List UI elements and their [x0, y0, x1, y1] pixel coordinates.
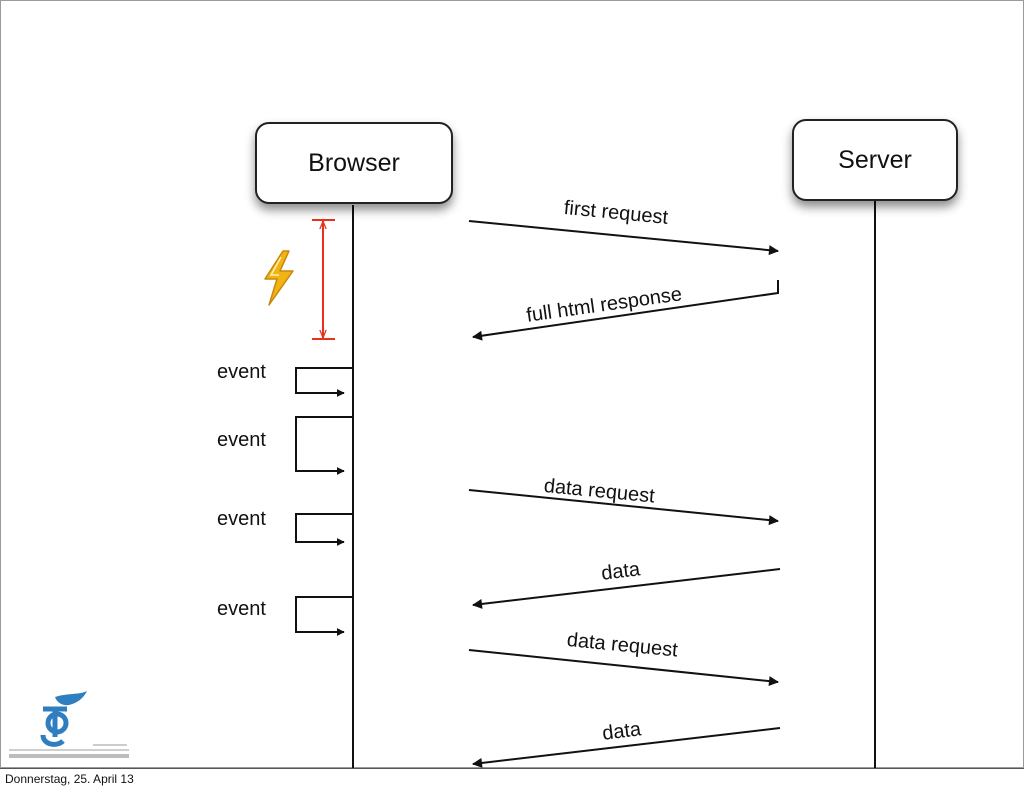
data-label-1: data [600, 558, 642, 585]
event-label-1: event [217, 361, 266, 383]
event-bracket-1 [295, 367, 353, 397]
data-request-arrow-1 [468, 489, 779, 526]
pgt-logo [9, 691, 129, 758]
browser-label: Browser [308, 148, 400, 177]
event-label-4: event [217, 598, 266, 620]
data-arrow-2 [472, 727, 781, 768]
latency-marker [312, 219, 335, 340]
footer-date: Donnerstag, 25. April 13 [5, 772, 134, 786]
footer: Donnerstag, 25. April 13 [0, 768, 1024, 789]
event-label-3: event [217, 508, 266, 530]
lightning-bolt-icon [264, 250, 294, 306]
full-html-response-arrow [472, 280, 779, 341]
event-bracket-2 [295, 416, 353, 475]
event-bracket-3 [295, 513, 353, 546]
event-bracket-4 [295, 596, 353, 636]
event-label-2: event [217, 429, 266, 451]
first-request-arrow [468, 220, 779, 256]
slide: Browser Server first request full html r… [0, 0, 1024, 769]
sequence-diagram [295, 201, 876, 769]
data-arrow-1 [472, 568, 781, 609]
data-request-arrow-2 [468, 649, 779, 687]
browser-actor: Browser [255, 122, 453, 204]
data-label-2: data [601, 718, 643, 745]
server-label: Server [838, 145, 912, 174]
server-actor: Server [792, 119, 958, 201]
